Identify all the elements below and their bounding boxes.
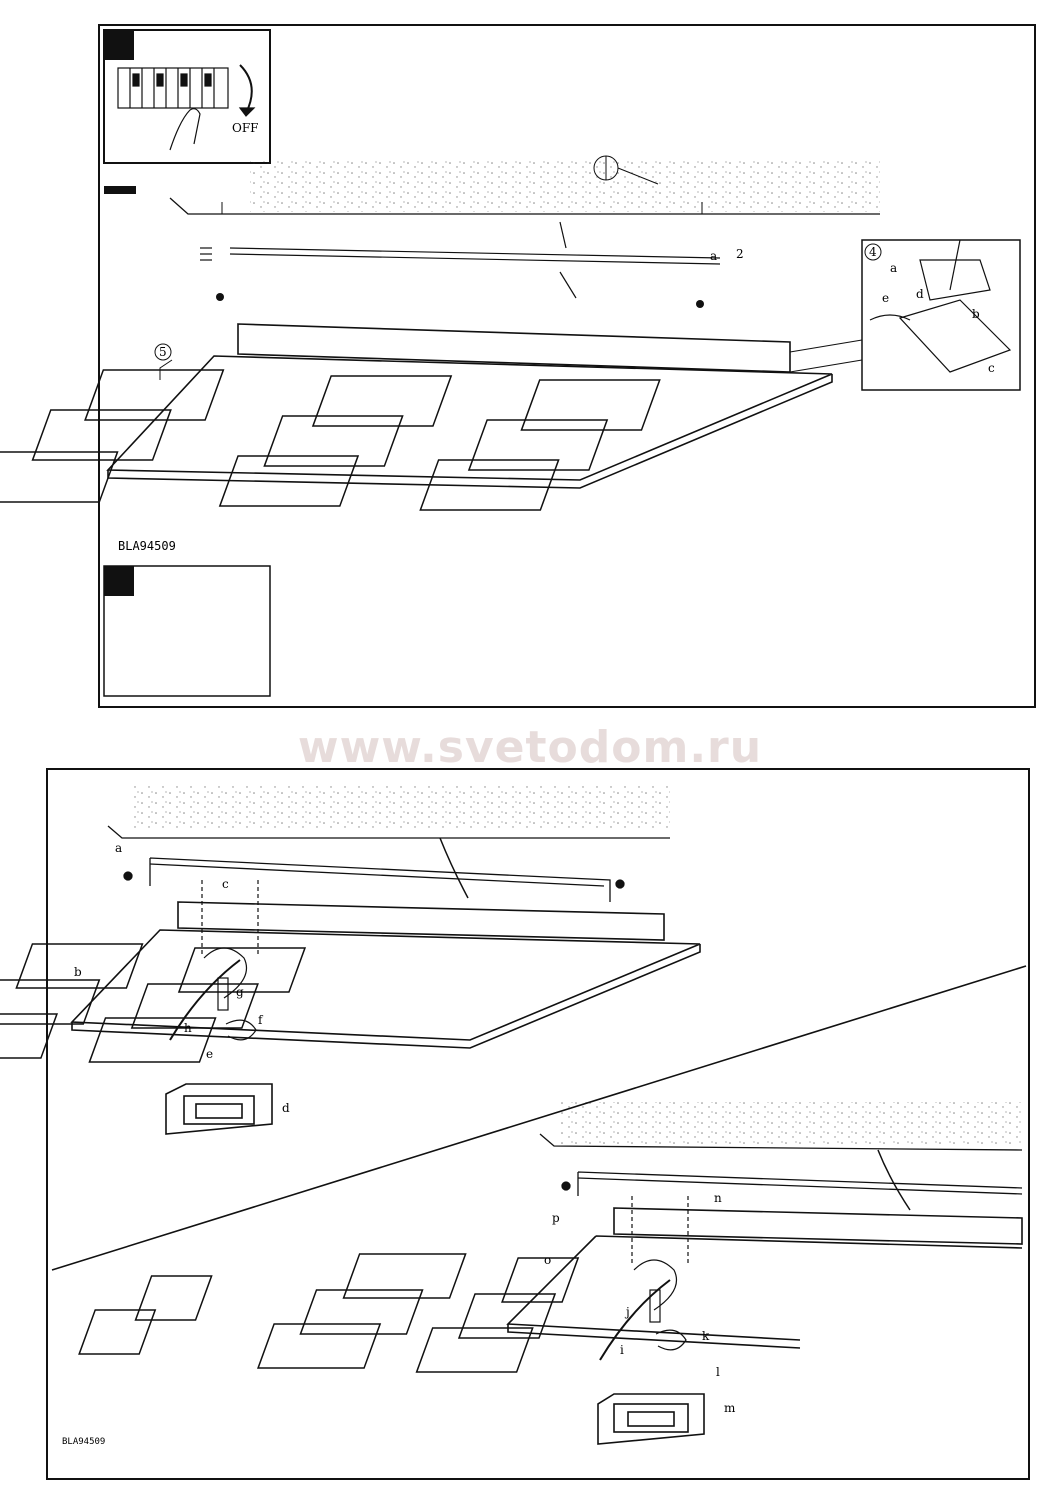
step-label-a: a [115,841,122,855]
step-label-c: c [222,877,229,891]
step-label-i: i [620,1343,624,1357]
model-code-bottom: BLA94509 [62,1437,105,1447]
step-label-2: 2 [736,247,744,261]
step-label-n: n [714,1191,722,1205]
off-label: OFF [232,121,259,135]
ceiling-fixture-lower [78,1207,1023,1373]
step-label-p: p [552,1211,560,1225]
step-label-b: b [74,965,82,979]
step-label-j: j [624,1305,630,1319]
bottom-instruction-panel [46,768,1030,1480]
step-label-4: 4 [869,245,877,259]
lamp-module-removed [165,1083,273,1135]
detail-label-c: c [988,361,995,375]
detail-label-d: d [916,287,924,301]
drill-icon [593,155,659,185]
bracket-label-a: a [710,249,717,263]
step-label-g: g [236,985,244,999]
mounting-bracket-upper [123,857,625,902]
diagonal-divider [51,965,1027,1271]
screw-icon [216,293,704,308]
step-marker-1 [104,30,134,60]
ceiling-surface [250,160,880,212]
lamp-module-installed [597,1393,705,1445]
circuit-breaker-icon [117,64,256,151]
step-label-5: 5 [159,345,167,359]
breaker-inset [103,29,271,164]
detail-label-b: b [972,307,980,321]
step-label-m: m [724,1401,736,1415]
detail-label-e: e [882,291,889,305]
detail-label-a: a [890,261,897,275]
ceiling-fixture-upper [0,901,701,1063]
wiring-detail-lower [599,1196,689,1361]
step-label-d: d [282,1101,290,1115]
step-label-h: h [184,1021,192,1035]
top-instruction-panel [98,24,1036,708]
step-label-o: o [544,1253,551,1267]
empty-step-box [103,565,271,697]
mounting-rail [200,221,721,299]
model-code-top: BLA94509 [118,539,176,553]
step-label-e: e [206,1047,213,1061]
terminal-block-icon [869,239,1012,373]
mounting-bracket-lower [561,1171,1023,1196]
wiring-detail-upper [169,880,259,1041]
step-marker-2 [104,186,136,194]
step-marker-3 [104,566,134,596]
step-label-f: f [258,1013,264,1027]
connector-detail-inset [861,239,1021,391]
step-label-l: l [716,1365,720,1379]
step-label-k: k [702,1329,710,1343]
watermark-text: www.svetodom.ru [297,722,763,773]
ceiling-fixture-top [0,323,833,511]
